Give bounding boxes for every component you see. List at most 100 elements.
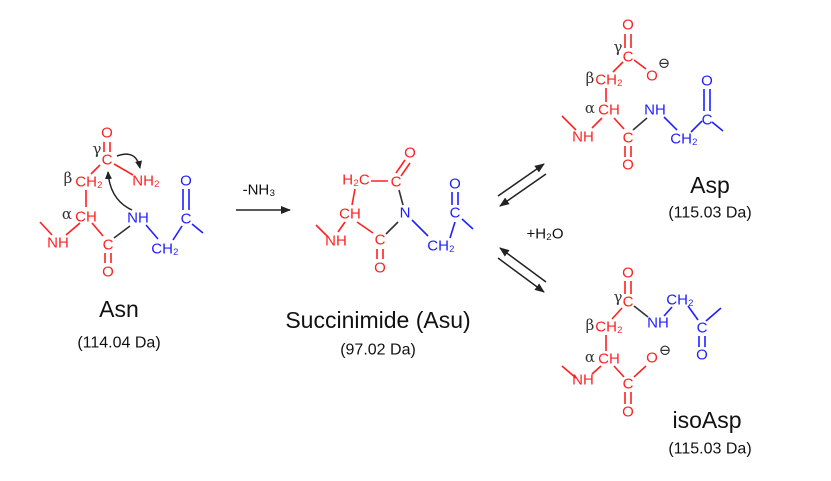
isoasp-atom-label: β [586,316,595,334]
bond [395,159,406,174]
bond [690,120,703,133]
bond [591,365,602,375]
bond [337,221,346,233]
bonds [39,34,724,404]
bond [449,221,456,239]
asu-name: Succinimide (Asu) [285,307,470,333]
bond [315,224,329,238]
bond [613,365,625,378]
isoasp-atom-label: ⊖ [659,341,672,359]
asu-atom-c: C [450,205,461,222]
bond [39,221,53,236]
bond [400,162,411,177]
asp-atom-c: C [623,130,634,147]
asn-atom-o: O [101,125,113,142]
asn-atom-c: C [103,237,114,254]
isoasp-mass: (115.03 Da) [668,441,751,458]
bond [461,218,474,230]
asu-atom-o: O [404,145,416,162]
bond [172,225,183,241]
equilibrium-arrow-isoasp-forward [497,257,545,293]
bond [398,189,404,206]
asn-atom-nh: NH [47,235,69,252]
asn-atom-label: γ [93,140,102,158]
asp-atom-label: ⊖ [658,54,671,72]
asp-atom-c: C [702,112,713,129]
asn-atom-o: O [180,173,192,190]
asn-atom-ch: CH [75,209,97,226]
asn-atom-nh: NH [127,210,149,227]
hydrolysis-reagent: +H₂O [526,226,563,243]
asp-atom-label: α [585,99,595,117]
isoasp-atom-label: α [585,348,595,366]
bond [561,365,577,379]
bond [633,59,647,70]
asn-atom-o: O [102,264,114,281]
bond [145,224,159,240]
asp-atom-o: O [646,68,658,85]
isoasp-atom-ch: CH₂ [666,292,694,309]
asu-atom-o: O [449,176,461,193]
bond [561,115,577,131]
bond [91,222,104,237]
asp-atom-o: O [622,17,634,34]
asp-atom-ch: CH [598,102,620,119]
isoasp-atom-o: O [622,404,634,421]
isoasp-atom-nh: NH [647,315,669,332]
bond [191,223,204,234]
asu-atom-c: C [375,232,386,249]
isoasp-atom-o: O [622,265,634,282]
asu-atom-o: O [374,260,386,277]
bond [90,164,101,175]
isoasp-atom-o: O [696,347,708,364]
asp-atom-o: O [622,157,634,174]
asp-name: Asp [690,172,730,198]
isoasp-atom-c: C [623,294,634,311]
asn-atom-label: α [62,205,72,223]
asn-atom-c: C [181,211,192,228]
bond [356,221,374,234]
bond [632,117,648,131]
bond [687,305,699,321]
asn-atom-c: C [102,152,113,169]
asn-atom-label: β [64,169,73,187]
asp-atom-label: β [586,69,595,87]
bond [351,188,356,206]
mechanism-arrow-attack [105,171,133,211]
equilibrium-arrow-asp-reverse [499,173,547,207]
asp-atom-nh: NH [644,102,666,119]
bond [663,116,678,131]
asu-atom-nh: NH [325,233,347,250]
equilibrium-arrow-asp-forward [497,163,545,197]
asu-atom-ch: CH₂ [427,238,455,255]
bond [385,221,399,235]
bond [411,219,429,237]
asn-atom-ch: CH₂ [75,174,103,191]
asu-atom-hc: H₂C [342,172,370,189]
isoasp-atom-label: γ [614,288,623,306]
bond [711,121,724,132]
asp-atom-c: C [623,49,634,66]
bond [633,365,647,378]
asp-mass: (115.03 Da) [668,205,751,222]
asp-atom-nh: NH [572,129,594,146]
bond [611,307,623,320]
bond [113,225,131,239]
asu-atom-ch: CH [339,206,361,223]
asp-atom-ch: CH₂ [595,72,623,89]
asn-atom-ch: CH₂ [151,241,179,258]
asn-atom-nh: NH₂ [132,173,160,190]
deamidation-reagent: -NH₃ [243,182,276,199]
isoasp-atom-nh: NH [572,372,594,389]
bond [613,117,625,130]
isoasp-atom-o: O [646,350,658,367]
bond [65,222,81,236]
asp-atom-label: γ [614,38,623,56]
bond [705,307,722,322]
bond [591,117,603,129]
bond [663,306,673,317]
isoasp-name: isoAsp [672,407,741,433]
